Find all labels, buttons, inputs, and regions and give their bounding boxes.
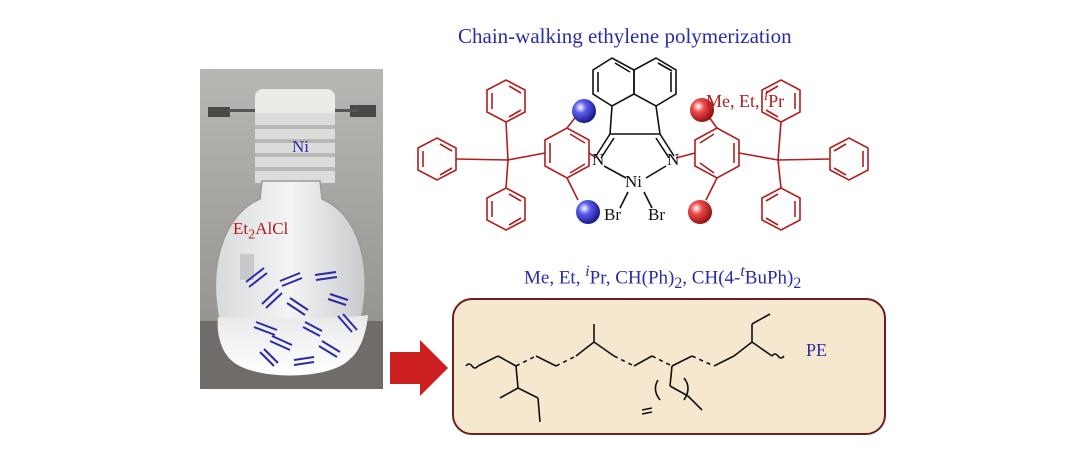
polyethylene-box bbox=[452, 298, 886, 435]
bot-sub-c-sup: t bbox=[740, 263, 745, 280]
pe-label: PE bbox=[806, 340, 828, 360]
bot-sub-a: Me, Et, bbox=[524, 267, 586, 289]
right-trityl-phenyls bbox=[761, 79, 869, 231]
right-aryl-ring bbox=[675, 112, 779, 201]
atom-br-right: Br bbox=[648, 205, 665, 224]
bot-sub-b-sub: 2 bbox=[674, 275, 683, 293]
top-sub-suffix: Pr bbox=[768, 91, 785, 111]
top-sub-sup: i bbox=[764, 88, 769, 104]
bot-sub-c: , CH(4- bbox=[682, 267, 741, 289]
top-sub-prefix: Me, Et, bbox=[706, 91, 764, 111]
bot-sub-a-sup: i bbox=[585, 263, 590, 280]
et-text: Et bbox=[233, 219, 249, 238]
left-trityl-phenyls bbox=[417, 79, 526, 231]
flask-ni-label: Ni bbox=[292, 137, 309, 156]
acenaphthene-core bbox=[592, 57, 677, 209]
bot-sub-d-sub: 2 bbox=[793, 275, 802, 293]
atom-br-left: Br bbox=[604, 205, 621, 224]
red-sphere-top bbox=[690, 98, 714, 122]
polymer-chain bbox=[465, 313, 785, 423]
ethylene-molecules bbox=[245, 267, 358, 367]
atom-n-left: N bbox=[592, 150, 605, 169]
red-sphere-bottom bbox=[688, 200, 712, 224]
atom-n-right: N bbox=[667, 150, 680, 169]
blue-sphere-top bbox=[572, 99, 596, 123]
flask-et2alcl-label: Et2AlCl bbox=[233, 219, 288, 243]
reaction-arrow bbox=[390, 340, 448, 396]
left-aryl-ring bbox=[507, 113, 597, 201]
bot-sub-d: BuPh) bbox=[744, 267, 794, 289]
blue-sphere-bottom bbox=[576, 200, 600, 224]
bot-sub-b: Pr, CH(Ph) bbox=[589, 267, 675, 289]
alcl-text: AlCl bbox=[255, 219, 289, 238]
flask-photo bbox=[200, 69, 383, 389]
bottom-substituent-label: Me, Et, iPr, CH(Ph)2, CH(4-tBuPh)2 bbox=[524, 263, 801, 293]
et-subscript: 2 bbox=[248, 226, 256, 243]
atom-ni: Ni bbox=[625, 172, 642, 191]
top-substituent-label: Me, Et, iPr bbox=[706, 88, 784, 112]
diagram-title: Chain-walking ethylene polymerization bbox=[458, 24, 792, 48]
